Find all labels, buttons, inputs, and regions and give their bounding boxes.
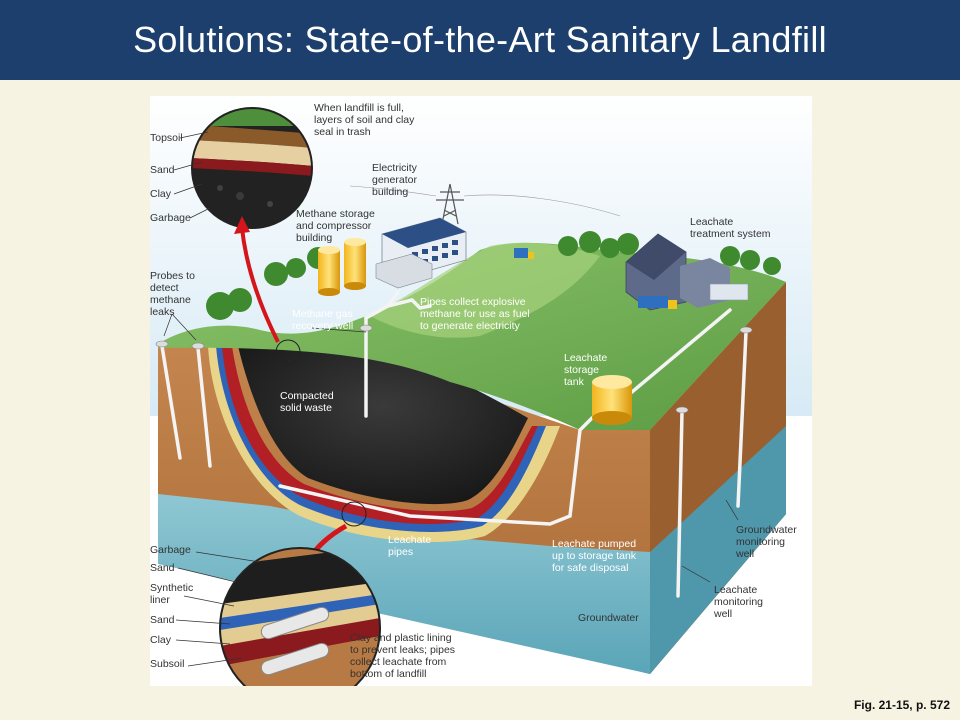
bottom-inset-border [219,547,381,686]
label-subsoil: Subsoil [150,658,185,670]
hill-highlight [370,242,600,338]
leachate-pipe-marker [341,501,367,527]
arrow-up [240,227,280,343]
landfill-illustration [150,96,812,686]
power-pylon [349,183,621,225]
label-sand-top: Sand [150,164,175,176]
groundwater-side [650,426,786,674]
groundwater-front [158,494,650,674]
figure-caption: Fig. 21-15, p. 572 [853,698,950,712]
label-when-landfill-full: When landfill is full, layers of soil an… [314,102,415,138]
label-leachate-storage: Leachate storage tank [564,352,608,388]
label-pipes-collect: Pipes collect explosive methane for use … [420,296,530,332]
label-leachate-pumped: Leachate pumped up to storage tank for s… [552,538,637,574]
trucks [514,248,677,309]
top-inset-border [191,107,313,229]
leachate-storage-tank [592,375,632,425]
top-inset-circle [192,108,312,228]
arrow-up-head [234,216,250,234]
methane-well-marker [275,339,301,365]
label-synthetic-liner: Synthetic liner [150,582,194,606]
label-leachate-well: Leachate monitoring well [714,584,764,620]
pipe-caps [155,324,753,414]
pipes [160,290,748,598]
label-leachate-pipes: Leachate pipes [388,534,432,558]
leachate-treatment-building [625,233,749,311]
label-probes: Probes to detect methane leaks [150,270,195,318]
label-garbage-bottom: Garbage [150,544,191,556]
label-methane-storage: Methane storage and compressor building [296,208,375,244]
landfill-figure: When landfill is full, layers of soil an… [150,96,812,686]
label-groundwater: Groundwater [578,612,639,624]
label-groundwater-well: Groundwater monitoring well [736,524,797,560]
label-methane-well: Methane gas recovery well [292,308,354,332]
methane-storage-tanks [318,238,366,296]
label-compacted-waste: Compacted solid waste [280,390,334,414]
label-clay-bottom: Clay [150,634,172,646]
title-bar: Solutions: State-of-the-Art Sanitary Lan… [0,0,960,80]
label-leachate-treatment: Leachate treatment system [690,216,771,240]
label-garbage-top: Garbage [150,212,191,224]
label-topsoil: Topsoil [150,132,183,144]
leader-lines [163,131,739,667]
label-clay-top: Clay [150,188,172,200]
generator-building [375,217,467,289]
label-clay-plastic-lining: Clay and plastic lining to prevent leaks… [350,632,456,680]
label-electricity-building: Electricity generator building [372,162,417,198]
label-sand-bottom-1: Sand [150,562,175,574]
label-sand-bottom-2: Sand [150,614,175,626]
slide-title: Solutions: State-of-the-Art Sanitary Lan… [133,19,827,60]
bottom-inset-circle [220,548,380,686]
